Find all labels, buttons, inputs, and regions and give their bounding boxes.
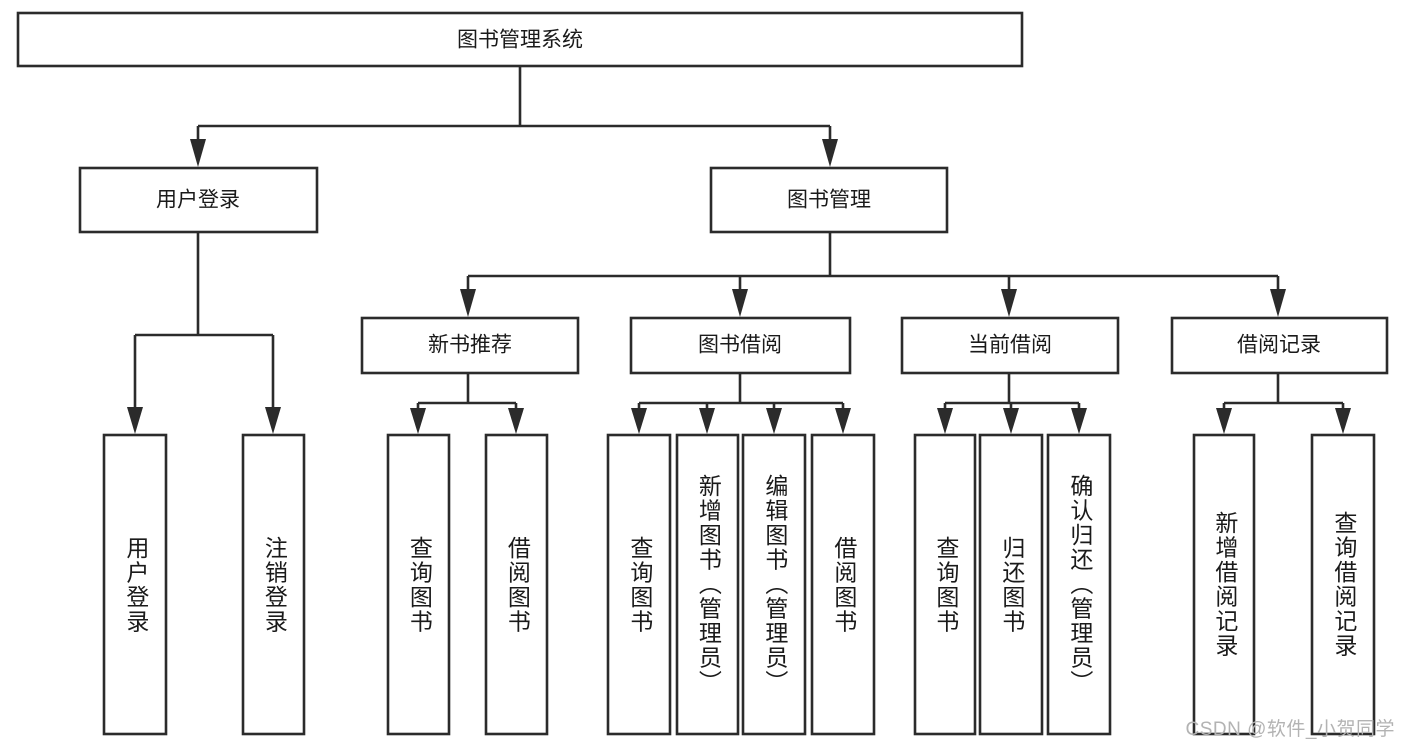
leaf-box-logout[interactable] bbox=[241, 433, 306, 736]
arrow-head-current-borrow bbox=[1001, 289, 1017, 317]
label-root: 图书管理系统 bbox=[457, 29, 583, 52]
arrow-head-user-login bbox=[190, 139, 206, 167]
connector-group-userlogin-to-leaves bbox=[127, 232, 281, 434]
connector-group-newbook-to-leaves bbox=[410, 373, 524, 434]
arrow-head-book-manage bbox=[822, 139, 838, 167]
arrow-head-bb-leaf-1 bbox=[631, 408, 647, 434]
leaf-box-br-query-record[interactable] bbox=[1310, 433, 1376, 736]
node-box-root[interactable] bbox=[16, 11, 1024, 68]
label-user-login: 用户登录 bbox=[156, 189, 240, 212]
node-box-book-borrow[interactable] bbox=[629, 316, 852, 375]
watermark-text: CSDN @软件_小贺同学 bbox=[1185, 719, 1395, 740]
label-current-borrow: 当前借阅 bbox=[968, 334, 1052, 357]
leaf-box-bb-edit-book[interactable] bbox=[741, 433, 807, 736]
node-box-new-book-recommend[interactable] bbox=[360, 316, 580, 375]
leaf-box-cb-confirm-return[interactable] bbox=[1046, 433, 1112, 736]
arrow-head-cb-leaf-2 bbox=[1003, 408, 1019, 434]
arrow-head-br-leaf-2 bbox=[1335, 408, 1351, 434]
leaf-box-bb-query-book[interactable] bbox=[606, 433, 672, 736]
connector-group-root-to-level2 bbox=[190, 66, 838, 167]
leaf-box-user-login[interactable] bbox=[102, 433, 168, 736]
leaf-box-cb-return-book[interactable] bbox=[978, 433, 1044, 736]
leaf-box-bb-borrow-book[interactable] bbox=[810, 433, 876, 736]
arrow-head-leaf-user-login bbox=[127, 407, 143, 434]
connector-group-borrowrecord-to-leaves bbox=[1216, 373, 1351, 434]
leaf-box-nb-query-book[interactable] bbox=[386, 433, 451, 736]
arrow-head-leaf-logout bbox=[265, 407, 281, 434]
leaf-box-nb-borrow-book[interactable] bbox=[484, 433, 549, 736]
label-new-book-recommend: 新书推荐 bbox=[428, 334, 512, 357]
leaf-box-bb-add-book[interactable] bbox=[675, 433, 740, 736]
leaf-box-cb-query-book[interactable] bbox=[913, 433, 977, 736]
node-box-book-management[interactable] bbox=[709, 166, 949, 234]
label-book-borrow: 图书借阅 bbox=[698, 334, 782, 357]
connector-group-currentborrow-to-leaves bbox=[937, 373, 1087, 434]
arrow-head-bb-leaf-4 bbox=[835, 408, 851, 434]
arrow-head-nb-leaf-1 bbox=[410, 408, 426, 434]
arrow-head-book-borrow bbox=[732, 289, 748, 317]
arrow-head-nb-leaf-2 bbox=[508, 408, 524, 434]
label-borrow-record: 借阅记录 bbox=[1237, 334, 1321, 357]
connector-group-bookmanage-to-level3 bbox=[460, 232, 1286, 317]
arrow-head-bb-leaf-3 bbox=[766, 408, 782, 434]
connector-group-bookborrow-to-leaves bbox=[631, 373, 851, 434]
arrow-head-cb-leaf-1 bbox=[937, 408, 953, 434]
arrow-head-new-book bbox=[460, 289, 476, 317]
leaf-box-br-add-record[interactable] bbox=[1192, 433, 1256, 736]
node-box-user-login[interactable] bbox=[78, 166, 319, 234]
node-box-borrow-record[interactable] bbox=[1170, 316, 1389, 375]
arrow-head-cb-leaf-3 bbox=[1071, 408, 1087, 434]
arrow-head-borrow-record bbox=[1270, 289, 1286, 317]
arrow-head-br-leaf-1 bbox=[1216, 408, 1232, 434]
label-book-management: 图书管理 bbox=[787, 189, 871, 212]
arrow-head-bb-leaf-2 bbox=[699, 408, 715, 434]
node-box-current-borrow[interactable] bbox=[900, 316, 1120, 375]
